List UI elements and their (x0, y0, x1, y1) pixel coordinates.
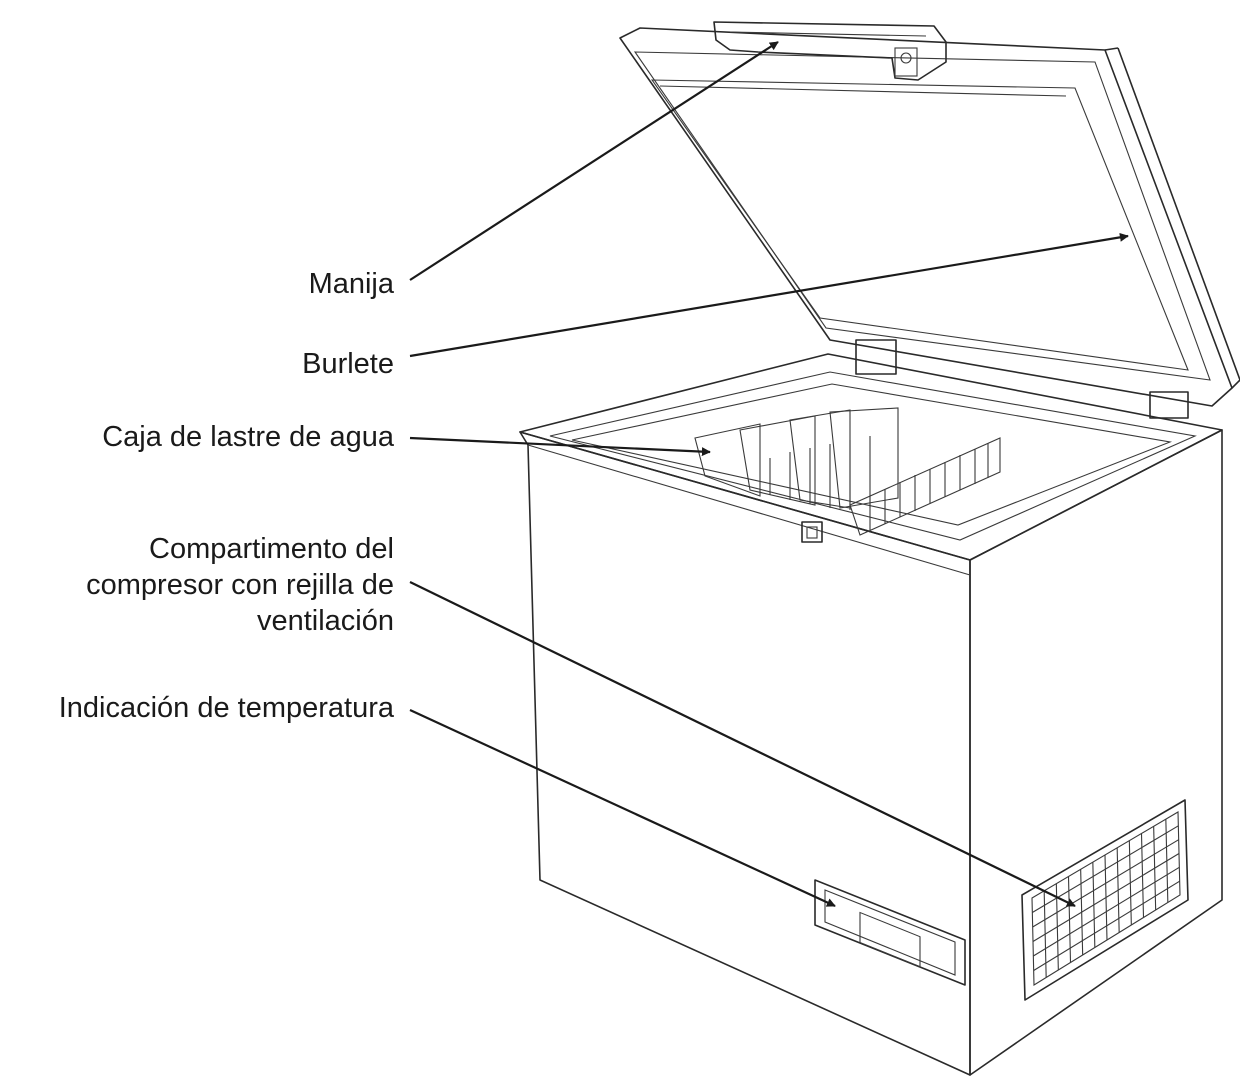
freezer-body (519, 353, 1223, 1076)
arrow-compressor (409, 581, 1076, 907)
hinges (855, 339, 1189, 419)
label-temperature: Indicación de temperatura (58, 692, 394, 724)
label-compressor-line1: Compartimento del (149, 533, 394, 565)
label-handle: Manija (308, 268, 394, 300)
arrow-water-ballast (409, 436, 711, 457)
ventilation-grille (1021, 799, 1189, 1001)
leader-arrows (409, 41, 1129, 907)
arrow-gasket (409, 232, 1129, 358)
label-compressor-line3: ventilación (256, 605, 394, 637)
arrow-temperature (409, 709, 836, 907)
label-compressor-line2: compresor con rejilla de (86, 569, 394, 601)
temperature-display (814, 879, 966, 986)
label-gasket: Burlete (302, 348, 394, 380)
freezer-lid (619, 27, 1240, 407)
label-water-ballast: Caja de lastre de agua (102, 421, 394, 453)
water-ballast-boxes (694, 407, 899, 510)
label-compressor: Compartimento del compresor con rejilla … (86, 531, 394, 639)
handle (713, 21, 947, 81)
basket-divider (849, 437, 1001, 536)
arrow-handle (409, 41, 779, 281)
